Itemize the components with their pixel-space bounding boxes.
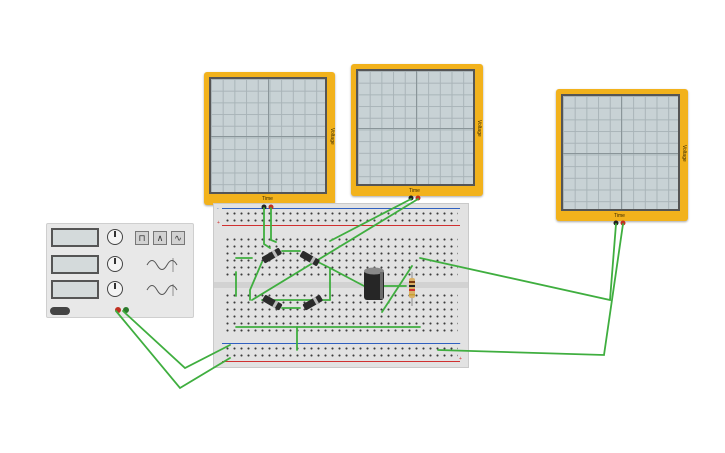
wire-fg-b <box>122 310 231 370</box>
wire-scope3-a <box>419 223 617 302</box>
diode-4 <box>302 295 323 311</box>
bottom-rail-minus: - <box>459 341 461 347</box>
wire-scope1-a <box>263 207 271 249</box>
bottom-rail-plus: + <box>459 356 462 362</box>
sine-wave-icon[interactable]: ∿ <box>171 231 185 245</box>
negative-terminal[interactable] <box>115 307 121 313</box>
diode-1 <box>261 248 282 264</box>
resistor <box>409 272 415 306</box>
amplitude-display <box>51 255 99 274</box>
breadboard[interactable]: + - - + <box>213 203 469 368</box>
oscilloscope-3-time-label: Time <box>614 213 625 219</box>
amplitude-knob[interactable] <box>107 256 123 272</box>
offset-wave-icon <box>146 284 178 296</box>
oscilloscope-1-time-label: Time <box>262 196 273 202</box>
wire-fg-a <box>115 310 231 390</box>
top-rail-minus: - <box>217 206 219 212</box>
oscilloscope-2[interactable]: Time Voltage <box>351 64 483 196</box>
wire-bridge-right <box>317 261 331 301</box>
power-toggle[interactable] <box>50 307 70 315</box>
top-rail-red-line <box>222 225 460 226</box>
wire-load-3 <box>381 265 413 313</box>
bottom-rail-blue-line <box>222 343 460 344</box>
oscilloscope-2-time-label: Time <box>409 188 420 194</box>
diode-2 <box>299 250 320 266</box>
oscilloscope-1-screen <box>209 77 327 194</box>
center-channel <box>214 282 468 288</box>
wire-scope2-b <box>251 198 419 301</box>
wire-scope3-b <box>437 223 624 356</box>
amplitude-wave-icon <box>146 258 178 272</box>
top-rail-blue-line <box>222 208 460 209</box>
wire-scope2-a <box>329 198 412 242</box>
wire-scope1-b <box>270 207 277 243</box>
wire-load-1 <box>329 267 365 287</box>
offset-knob[interactable] <box>107 281 123 297</box>
scope-1-probe-neg <box>261 204 267 210</box>
bottom-rail-red-line <box>222 361 460 362</box>
frequency-display <box>51 228 99 247</box>
triangle-wave-icon[interactable]: ∧ <box>153 231 167 245</box>
oscilloscope-1[interactable]: Time Voltage <box>204 72 335 205</box>
function-generator[interactable]: ⊓ ∧ ∿ <box>46 223 194 318</box>
scope-3-probe-pos <box>620 220 626 226</box>
oscilloscope-2-screen <box>356 69 475 186</box>
offset-display <box>51 280 99 299</box>
capacitor <box>364 267 384 300</box>
scope-3-probe-neg <box>613 220 619 226</box>
top-rail-plus: + <box>217 220 220 226</box>
oscilloscope-3-screen <box>561 94 680 211</box>
wire-bridge-left <box>249 261 263 301</box>
positive-terminal[interactable] <box>123 307 129 313</box>
square-wave-icon[interactable]: ⊓ <box>135 231 149 245</box>
top-rail-holes <box>224 210 458 224</box>
oscilloscope-3[interactable]: Time Voltage <box>556 89 688 221</box>
frequency-knob[interactable] <box>107 229 123 245</box>
scope-1-probe-pos <box>268 204 274 210</box>
bottom-rail-holes <box>224 345 458 359</box>
diode-3 <box>262 295 283 311</box>
